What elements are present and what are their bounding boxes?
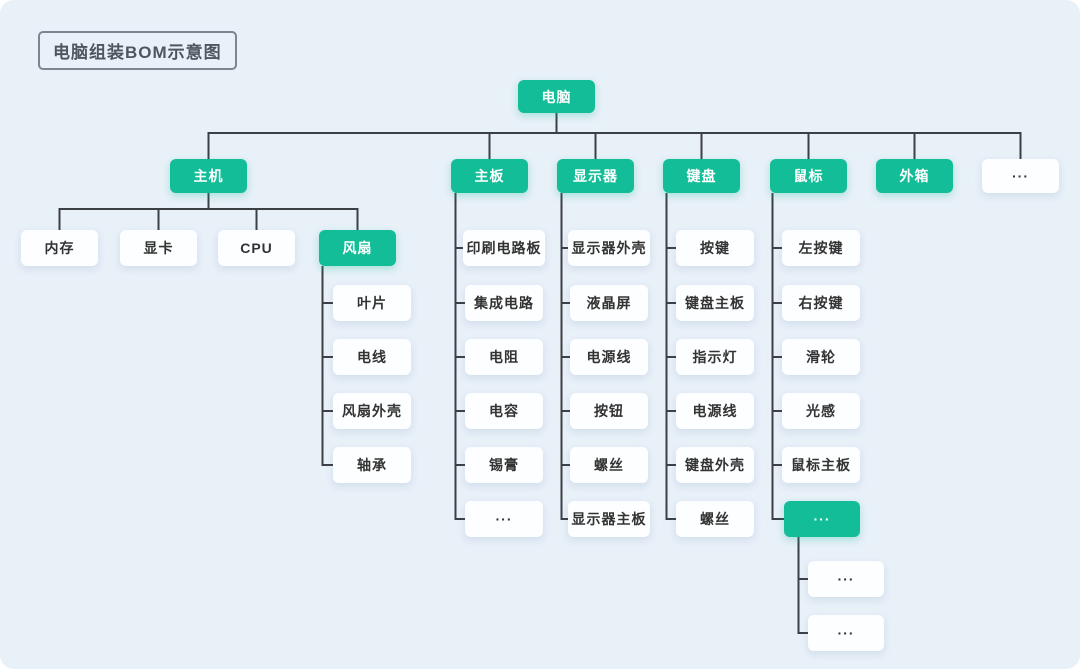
node-kb-led: 指示灯	[676, 339, 754, 375]
node-case: 外箱	[876, 159, 953, 193]
node-kb-key: 按键	[676, 230, 754, 266]
node-mouse: 鼠标	[770, 159, 847, 193]
node-mon-lcd: 液晶屏	[570, 285, 648, 321]
node-cpu: CPU	[218, 230, 295, 266]
node-fan-wire: 电线	[333, 339, 411, 375]
node-mon-button: 按钮	[570, 393, 648, 429]
node-mainboard: 主板	[451, 159, 528, 193]
node-mb-pcb: 印刷电路板	[463, 230, 545, 266]
node-ms-sensor: 光感	[782, 393, 860, 429]
node-memory: 内存	[21, 230, 98, 266]
node-mon-power: 电源线	[570, 339, 648, 375]
node-mb-capacitor: 电容	[465, 393, 543, 429]
diagram-title: 电脑组装BOM示意图	[38, 31, 237, 70]
node-kb-board: 键盘主板	[676, 285, 754, 321]
node-ms-board: 鼠标主板	[782, 447, 860, 483]
node-mb-more: ···	[465, 501, 543, 537]
node-ms-more-2: ···	[808, 615, 884, 651]
node-fan-shell: 风扇外壳	[333, 393, 411, 429]
node-ms-wheel: 滑轮	[782, 339, 860, 375]
node-kb-screw: 螺丝	[676, 501, 754, 537]
node-mon-board: 显示器主板	[568, 501, 650, 537]
node-mon-shell: 显示器外壳	[568, 230, 650, 266]
node-gpu: 显卡	[120, 230, 197, 266]
node-fan: 风扇	[319, 230, 396, 266]
node-mon-screw: 螺丝	[570, 447, 648, 483]
node-ms-more: ···	[784, 501, 860, 537]
node-monitor: 显示器	[557, 159, 634, 193]
node-mb-resistor: 电阻	[465, 339, 543, 375]
node-kb-power: 电源线	[676, 393, 754, 429]
node-ms-left: 左按键	[782, 230, 860, 266]
node-kb-shell: 键盘外壳	[676, 447, 754, 483]
node-l2-more: ···	[982, 159, 1059, 193]
node-host: 主机	[170, 159, 247, 193]
node-computer: 电脑	[518, 80, 595, 113]
node-fan-bearing: 轴承	[333, 447, 411, 483]
node-mb-ic: 集成电路	[465, 285, 543, 321]
node-ms-right: 右按键	[782, 285, 860, 321]
node-ms-more-1: ···	[808, 561, 884, 597]
node-keyboard: 键盘	[663, 159, 740, 193]
node-fan-blade: 叶片	[333, 285, 411, 321]
node-mb-solder: 锡膏	[465, 447, 543, 483]
